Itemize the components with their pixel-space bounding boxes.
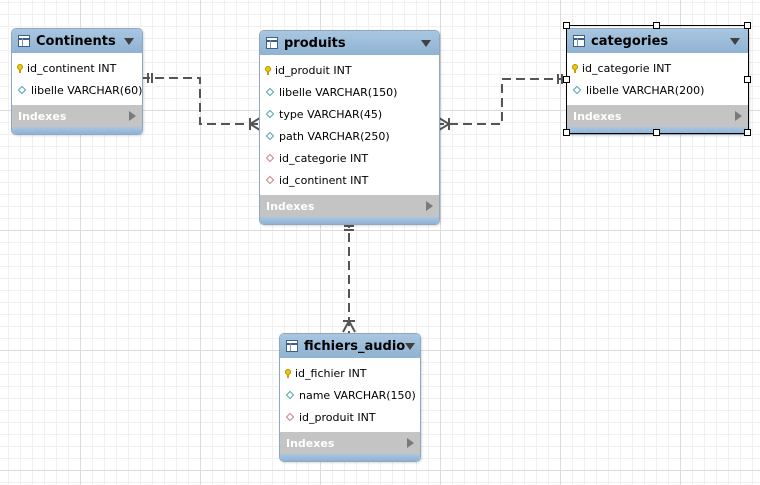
- table-footer: [12, 127, 142, 134]
- table-icon: [573, 35, 585, 47]
- column-row[interactable]: libelle VARCHAR(150): [260, 81, 439, 103]
- table-header[interactable]: Continents: [12, 29, 142, 53]
- table-title: fichiers_audio: [304, 338, 406, 354]
- column-diamond-icon: [572, 85, 582, 95]
- table-fichiers-audio[interactable]: fichiers_audio id_fichier INT name VARCH…: [279, 333, 421, 462]
- column-name: id_categorie INT: [582, 61, 672, 75]
- table-icon: [18, 35, 30, 47]
- indexes-label: Indexes: [266, 199, 315, 213]
- column-row[interactable]: libelle VARCHAR(200): [567, 79, 748, 101]
- column-row[interactable]: id_continent INT: [260, 169, 439, 191]
- column-list: id_produit INT libelle VARCHAR(150) type…: [260, 55, 439, 195]
- foreign-key-diamond-icon: [285, 412, 295, 422]
- column-name: libelle VARCHAR(60): [31, 83, 143, 97]
- table-footer: [280, 454, 420, 461]
- column-row[interactable]: name VARCHAR(150): [280, 384, 420, 406]
- table-footer: [260, 217, 439, 224]
- column-row[interactable]: id_produit INT: [260, 59, 439, 81]
- collapse-arrow-icon[interactable]: [730, 37, 740, 45]
- indexes-section[interactable]: Indexes: [260, 195, 439, 217]
- primary-key-icon: [285, 368, 291, 378]
- column-diamond-icon: [265, 131, 275, 141]
- column-row[interactable]: path VARCHAR(250): [260, 125, 439, 147]
- resize-handle[interactable]: [563, 76, 570, 83]
- expand-arrow-icon[interactable]: [735, 111, 742, 121]
- primary-key-icon: [265, 65, 271, 75]
- column-diamond-icon: [265, 109, 275, 119]
- table-title: Continents: [36, 33, 116, 49]
- column-name: name VARCHAR(150): [299, 388, 416, 402]
- table-header[interactable]: produits: [260, 31, 439, 55]
- expand-arrow-icon[interactable]: [407, 438, 414, 448]
- column-diamond-icon: [17, 85, 27, 95]
- column-name: type VARCHAR(45): [279, 107, 383, 121]
- collapse-arrow-icon[interactable]: [124, 37, 134, 45]
- column-name: id_fichier INT: [295, 366, 367, 380]
- resize-handle[interactable]: [744, 22, 751, 29]
- table-header[interactable]: fichiers_audio: [280, 334, 420, 358]
- indexes-section[interactable]: Indexes: [12, 105, 142, 127]
- table-categories[interactable]: categories id_categorie INT libelle VARC…: [566, 28, 749, 135]
- link-continents-produits[interactable]: [141, 77, 260, 125]
- foreign-key-diamond-icon: [265, 175, 275, 185]
- table-icon: [266, 37, 278, 49]
- link-categories-produits[interactable]: [438, 78, 567, 125]
- column-name: libelle VARCHAR(200): [586, 83, 705, 97]
- indexes-section[interactable]: Indexes: [567, 105, 748, 127]
- column-name: id_continent INT: [279, 173, 369, 187]
- resize-handle[interactable]: [744, 129, 751, 136]
- table-icon: [286, 340, 298, 352]
- collapse-arrow-icon[interactable]: [405, 342, 416, 350]
- table-produits[interactable]: produits id_produit INT libelle VARCHAR(…: [259, 30, 440, 225]
- indexes-section[interactable]: Indexes: [280, 432, 420, 454]
- column-diamond-icon: [265, 87, 275, 97]
- expand-arrow-icon[interactable]: [426, 201, 433, 211]
- resize-handle[interactable]: [563, 22, 570, 29]
- column-row[interactable]: id_fichier INT: [280, 362, 420, 384]
- column-name: id_categorie INT: [279, 151, 369, 165]
- primary-key-icon: [572, 63, 578, 73]
- expand-arrow-icon[interactable]: [129, 111, 136, 121]
- collapse-arrow-icon[interactable]: [421, 39, 431, 47]
- column-list: id_fichier INT name VARCHAR(150) id_prod…: [280, 358, 420, 432]
- column-row[interactable]: id_categorie INT: [260, 147, 439, 169]
- column-row[interactable]: id_produit INT: [280, 406, 420, 428]
- table-title: produits: [284, 35, 346, 51]
- column-row[interactable]: libelle VARCHAR(60): [12, 79, 142, 101]
- resize-handle[interactable]: [653, 22, 660, 29]
- column-row[interactable]: id_categorie INT: [567, 57, 748, 79]
- resize-handle[interactable]: [744, 76, 751, 83]
- column-name: id_produit INT: [299, 410, 376, 424]
- table-continents[interactable]: Continents id_continent INT libelle VARC…: [11, 28, 143, 135]
- column-name: path VARCHAR(250): [279, 129, 390, 143]
- table-header[interactable]: categories: [567, 29, 748, 53]
- indexes-label: Indexes: [573, 109, 622, 123]
- column-diamond-icon: [285, 390, 295, 400]
- indexes-label: Indexes: [18, 109, 67, 123]
- column-name: id_produit INT: [275, 63, 352, 77]
- column-list: id_continent INT libelle VARCHAR(60): [12, 53, 142, 105]
- column-row[interactable]: id_continent INT: [12, 57, 142, 79]
- column-row[interactable]: type VARCHAR(45): [260, 103, 439, 125]
- foreign-key-diamond-icon: [265, 153, 275, 163]
- column-list: id_categorie INT libelle VARCHAR(200): [567, 53, 748, 105]
- resize-handle[interactable]: [563, 129, 570, 136]
- primary-key-icon: [17, 63, 23, 73]
- table-title: categories: [591, 33, 669, 49]
- resize-handle[interactable]: [653, 129, 660, 136]
- indexes-label: Indexes: [286, 436, 335, 450]
- column-name: libelle VARCHAR(150): [279, 85, 398, 99]
- column-name: id_continent INT: [27, 61, 117, 75]
